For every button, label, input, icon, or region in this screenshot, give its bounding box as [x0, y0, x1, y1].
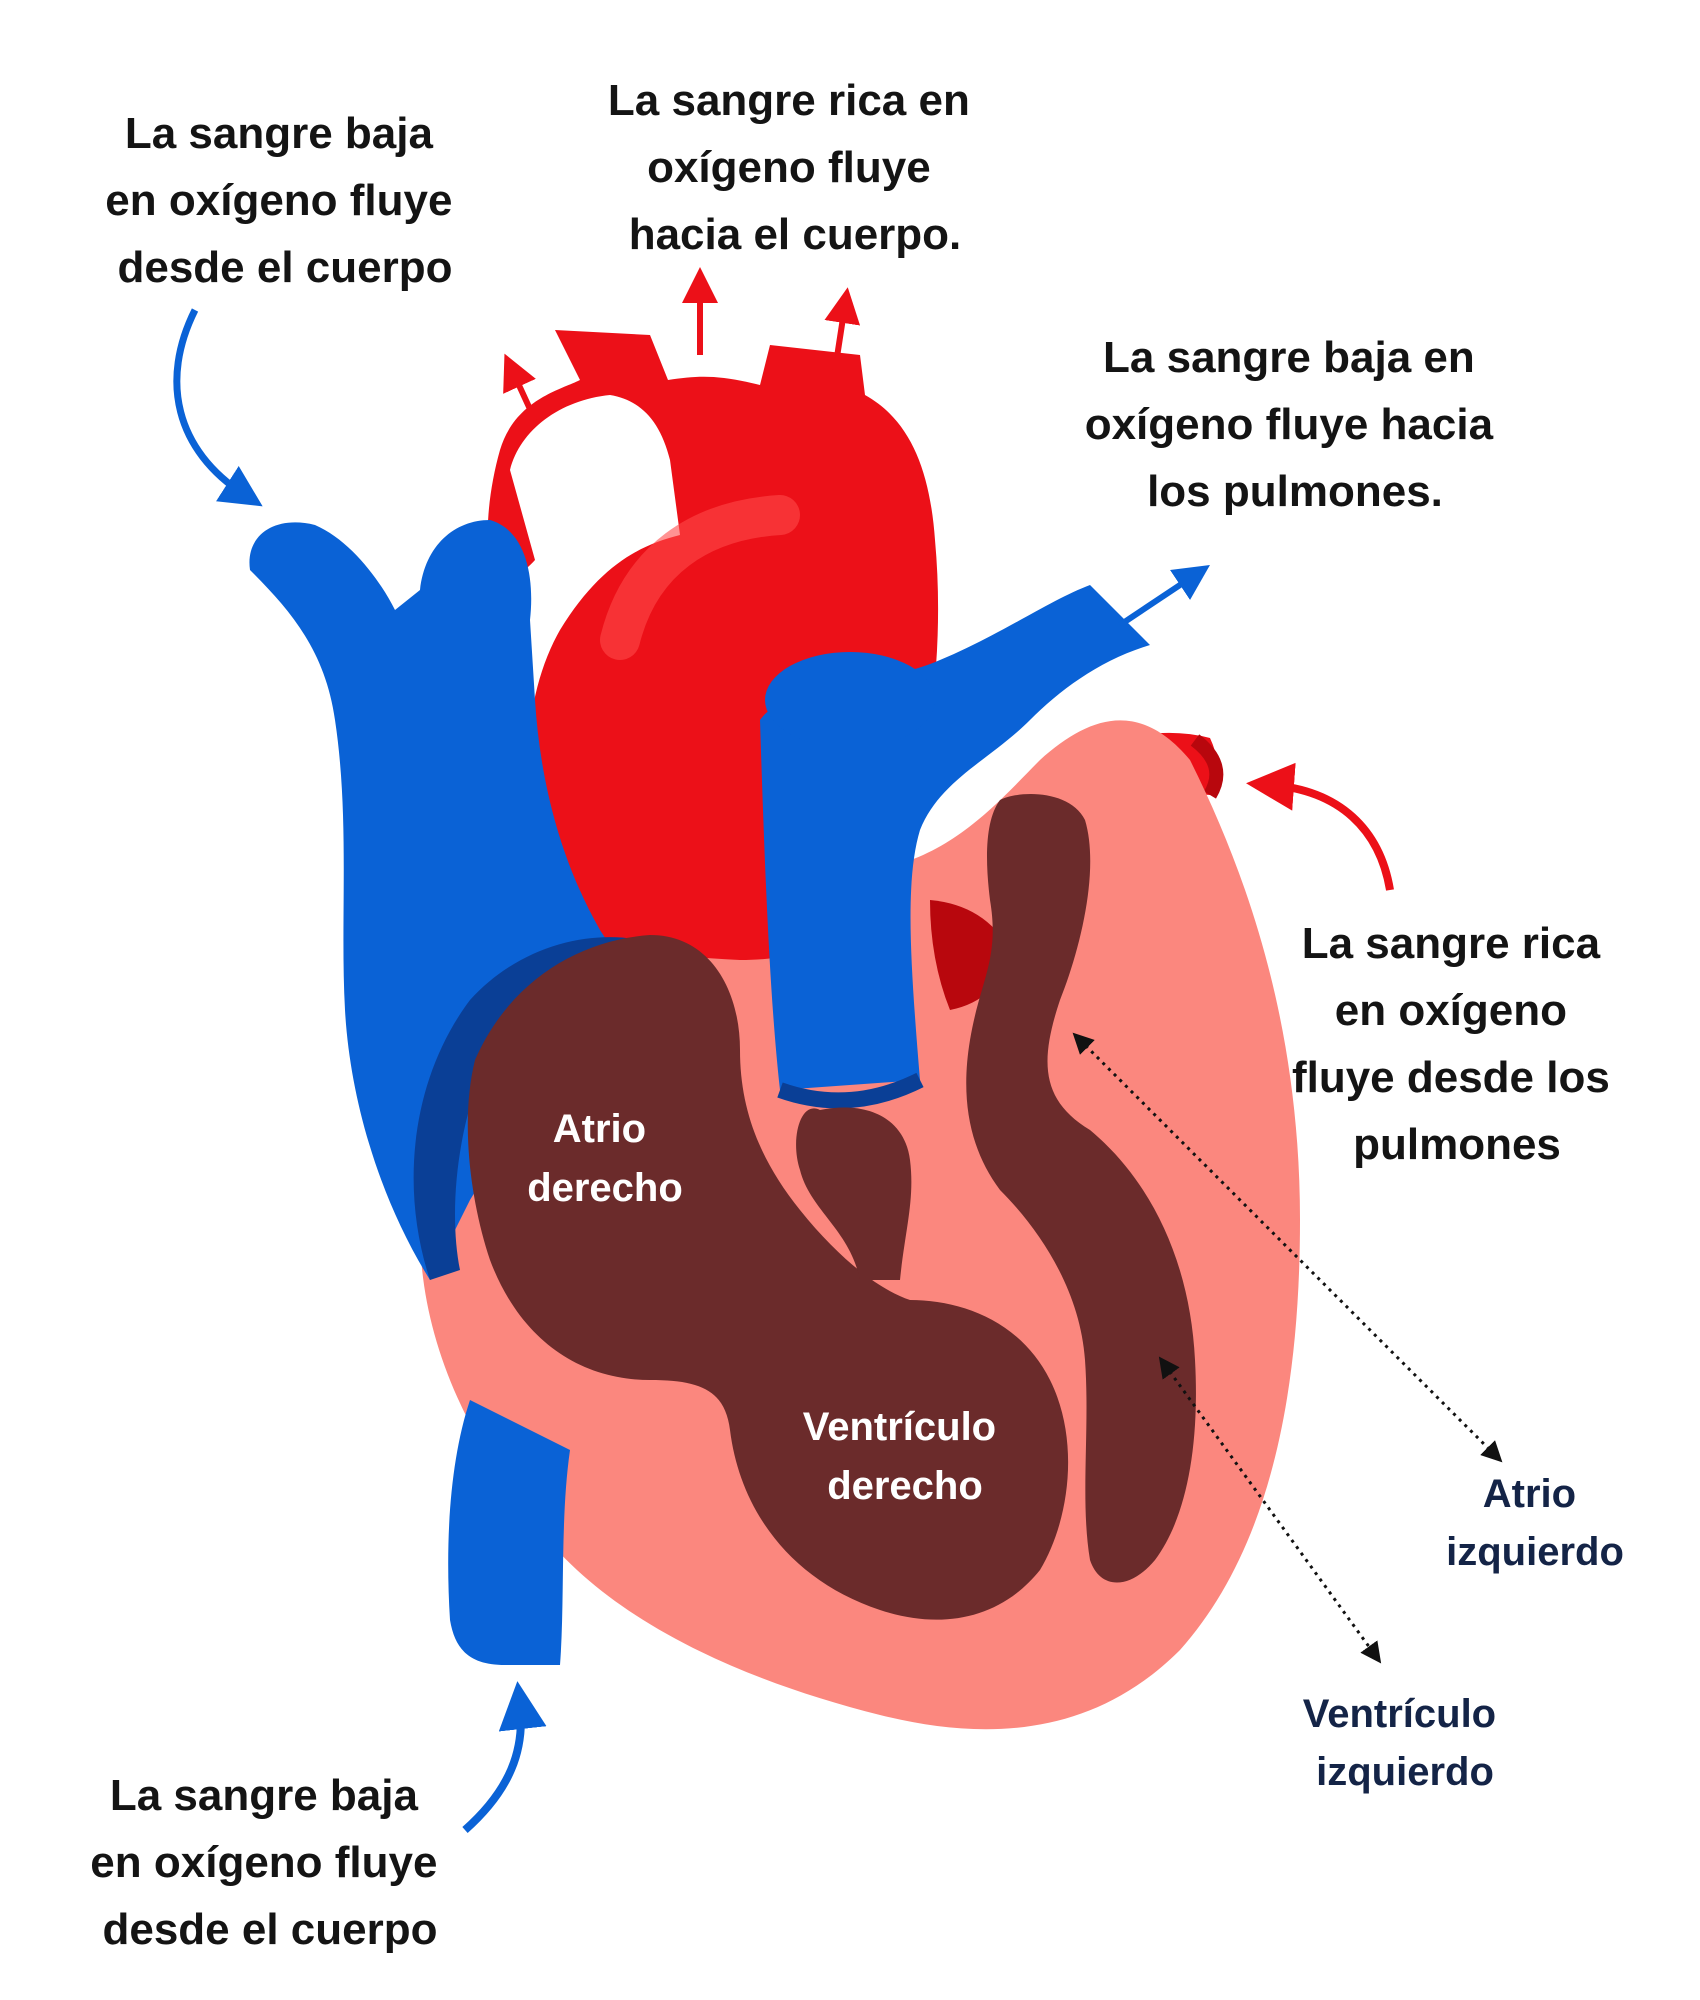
- label-right-ventricle: Ventrículo derecho: [803, 1405, 1008, 1508]
- pointer-left-ventricle: [1158, 1356, 1382, 1664]
- pulmonary-artery: [760, 585, 1150, 1109]
- pointer-left-atrium: [1072, 1032, 1503, 1463]
- septum-channel: [796, 1107, 912, 1280]
- label-left-atrium: Atrio izquierdo: [1446, 1472, 1624, 1574]
- label-left-ventricle: Ventrículo izquierdo: [1303, 1692, 1508, 1794]
- annotation-from-body-bottom: La sangre baja en oxígeno fluye desde el…: [90, 1771, 449, 1954]
- annotation-from-lungs: La sangre rica en oxígeno fluye desde lo…: [1292, 919, 1622, 1169]
- outflow-arrow-aorta-right: [824, 287, 861, 371]
- annotation-to-lungs: La sangre baja en oxígeno fluye hacia lo…: [1085, 333, 1506, 516]
- label-right-atrium: Atrio derecho: [527, 1107, 683, 1210]
- inferior-vena-cava: [448, 1400, 570, 1665]
- outflow-arrow-aorta-left: [503, 353, 538, 422]
- annotation-from-body-top: La sangre baja en oxígeno fluye desde el…: [105, 109, 464, 292]
- right-chambers: [467, 935, 1069, 1620]
- inflow-arrow-bottom-left: [462, 1681, 547, 1833]
- inflow-arrow-top-left: [173, 308, 263, 507]
- annotation-to-body: La sangre rica en oxígeno fluye hacia el…: [608, 76, 982, 259]
- outflow-arrow-pulmonary: [1118, 565, 1210, 628]
- inflow-arrow-lungs: [1246, 762, 1394, 891]
